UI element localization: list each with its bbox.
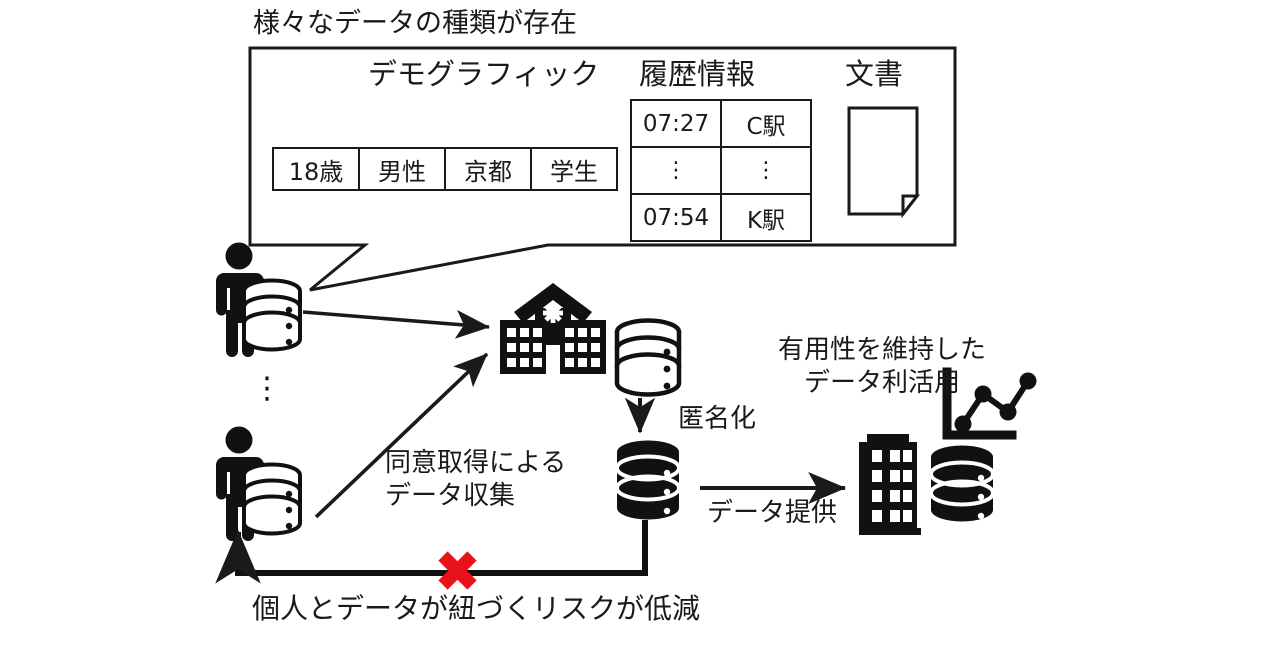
header-history: 履歴情報 [639,57,756,91]
database-outline-icon-bottom [242,462,302,536]
office-building-icon [859,434,921,535]
history-table: 07:27 C駅 ⋮ ⋮ 07:54 K駅 [630,99,812,242]
history-station-2: K駅 [720,193,812,242]
table-row: ⋮ ⋮ [630,146,812,195]
top-caption: 様々なデータの種類が存在 [253,8,577,39]
history-station-ellipsis: ⋮ [720,146,812,195]
label-consent-collection: 同意取得による データ収集 [385,447,566,514]
table-row: 07:27 C駅 [630,99,812,148]
label-utilize-line1: 有用性を維持した [778,335,987,365]
label-consent-line2: データ収集 [385,481,516,512]
label-consent-line1: 同意取得による [385,448,567,478]
demographic-table: 18歳 男性 京都 学生 [272,147,618,191]
label-data-provision: データ提供 [707,498,838,528]
demographic-cell-region: 京都 [444,147,532,191]
table-row: 18歳 男性 京都 学生 [272,147,618,191]
database-outline-icon-top [242,278,302,352]
label-anonymize: 匿名化 [678,404,757,434]
arrow-linkage-feedback [215,520,648,584]
line-chart-icon [942,367,1037,440]
arrow-top-person-to-school [302,309,491,339]
person-list-ellipsis: ⋮ [252,371,282,406]
red-cross-icon [438,551,477,590]
arrow-bottom-person-to-school [314,352,489,519]
history-time-ellipsis: ⋮ [630,146,722,195]
database-outline-icon-school [614,318,682,397]
header-demographic: デモグラフィック [368,57,600,91]
bottom-caption: 個人とデータが紐づくリスクが低減 [252,592,701,625]
document-page-icon [847,106,921,219]
label-utilize-line2: データ利活用 [804,368,961,399]
header-document: 文書 [845,57,904,91]
table-row: 07:54 K駅 [630,193,812,242]
demographic-cell-occupation: 学生 [530,147,618,191]
demographic-cell-age: 18歳 [272,147,360,191]
history-time-2: 07:54 [630,193,722,242]
school-building-icon [500,283,606,374]
history-station-1: C駅 [720,99,812,148]
database-filled-icon-anonymized [615,440,682,520]
label-data-utilization: 有用性を維持した データ利活用 [778,334,986,401]
history-time-1: 07:27 [630,99,722,148]
demographic-cell-gender: 男性 [358,147,446,191]
database-filled-icon-company [929,445,996,522]
